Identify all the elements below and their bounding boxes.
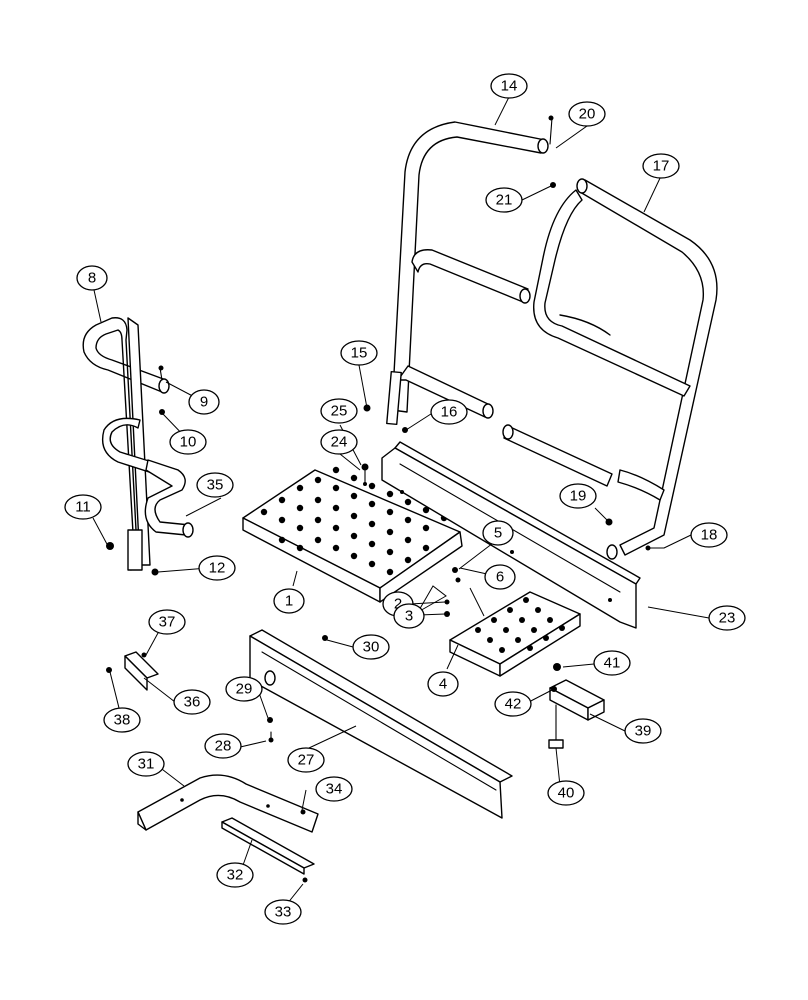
callout-10: 10 (169, 429, 207, 455)
callout-19: 19 (559, 483, 597, 509)
svg-text:8: 8 (88, 270, 96, 287)
svg-text:24: 24 (331, 434, 348, 451)
callout-15: 15 (340, 340, 378, 366)
svg-text:28: 28 (215, 738, 232, 755)
svg-text:41: 41 (604, 655, 621, 672)
clamp-block-part (549, 679, 605, 721)
svg-text:16: 16 (441, 404, 458, 421)
callout-36: 36 (173, 689, 211, 715)
svg-text:11: 11 (75, 499, 91, 516)
handrail-side-part (502, 178, 718, 560)
callout-4: 4 (427, 671, 459, 697)
callout-41: 41 (593, 650, 631, 676)
callout-24: 24 (320, 429, 358, 455)
svg-text:33: 33 (275, 904, 292, 921)
callout-18: 18 (690, 522, 728, 548)
callout-34: 34 (315, 776, 353, 802)
grate-hole-pattern (260, 466, 448, 576)
mounting-channel-lower-part (249, 629, 513, 819)
svg-text:35: 35 (207, 477, 224, 494)
callout-31: 31 (127, 751, 165, 777)
callout-42: 42 (494, 691, 532, 717)
svg-text:3: 3 (405, 608, 413, 625)
svg-text:36: 36 (184, 694, 201, 711)
callout-14: 14 (490, 73, 528, 99)
callout-1: 1 (273, 588, 305, 614)
step-grate-main-part (242, 466, 463, 603)
callout-38: 38 (103, 707, 141, 733)
grate-hole-pattern (475, 597, 565, 653)
callout-9: 9 (188, 389, 220, 415)
svg-text:6: 6 (496, 569, 504, 586)
svg-text:18: 18 (701, 527, 718, 544)
svg-text:38: 38 (114, 712, 131, 729)
callout-3: 3 (393, 603, 425, 629)
grab-handle-part (82, 317, 194, 571)
bracket-strap-part (221, 817, 315, 875)
svg-text:39: 39 (635, 723, 652, 740)
svg-text:30: 30 (363, 639, 380, 656)
callout-27: 27 (287, 747, 325, 773)
callout-37: 37 (148, 609, 186, 635)
callout-35: 35 (196, 472, 234, 498)
svg-text:9: 9 (200, 394, 208, 411)
callout-28: 28 (204, 733, 242, 759)
fastener-hardware (106, 115, 665, 883)
svg-text:10: 10 (180, 434, 197, 451)
corner-bracket-part (137, 774, 319, 833)
svg-text:42: 42 (505, 696, 522, 713)
svg-text:29: 29 (236, 681, 253, 698)
svg-text:5: 5 (494, 525, 502, 542)
angle-bracket-part (124, 651, 159, 691)
svg-text:4: 4 (439, 676, 447, 693)
svg-text:37: 37 (159, 614, 176, 631)
svg-text:31: 31 (138, 756, 155, 773)
svg-text:25: 25 (331, 403, 348, 420)
svg-text:32: 32 (227, 867, 244, 884)
callout-39: 39 (624, 718, 662, 744)
svg-text:19: 19 (570, 488, 587, 505)
svg-text:1: 1 (285, 593, 293, 610)
callout-12: 12 (198, 555, 236, 581)
step-grate-lower-part (449, 591, 581, 677)
callout-30: 30 (352, 634, 390, 660)
callout-21: 21 (485, 187, 523, 213)
svg-text:12: 12 (209, 560, 226, 577)
callout-16: 16 (430, 399, 468, 425)
callout-32: 32 (216, 862, 254, 888)
handrail-upper-part (386, 121, 549, 426)
callout-6: 6 (484, 564, 516, 590)
svg-text:14: 14 (501, 78, 518, 95)
svg-text:21: 21 (496, 192, 513, 209)
callout-33: 33 (264, 899, 302, 925)
callout-20: 20 (568, 101, 606, 127)
callout-29: 29 (225, 676, 263, 702)
callout-5: 5 (482, 520, 514, 546)
svg-text:34: 34 (326, 781, 343, 798)
callout-11: 11 (64, 494, 102, 520)
callout-25: 25 (320, 398, 358, 424)
svg-text:27: 27 (298, 752, 315, 769)
callout-23: 23 (708, 605, 746, 631)
callout-17: 17 (642, 153, 680, 179)
callout-40: 40 (547, 780, 585, 806)
svg-text:15: 15 (351, 345, 368, 362)
svg-text:20: 20 (579, 106, 596, 123)
svg-text:40: 40 (558, 785, 575, 802)
leader-lines (92, 96, 710, 905)
svg-text:23: 23 (719, 610, 736, 627)
svg-text:17: 17 (653, 158, 670, 175)
svg-text:2: 2 (394, 596, 402, 613)
callout-8: 8 (76, 265, 108, 291)
